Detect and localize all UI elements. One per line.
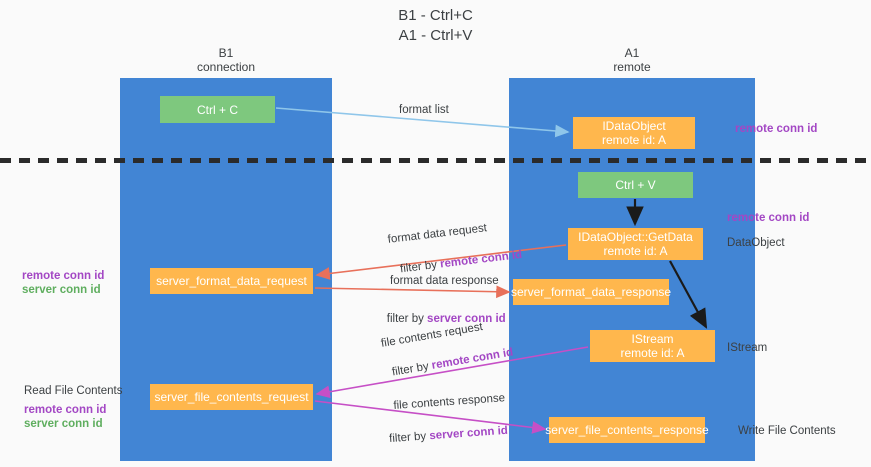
diagram-title: B1 - Ctrl+C A1 - Ctrl+V <box>398 7 473 44</box>
label-format-data-response: format data response <box>390 275 499 287</box>
annotation-left-remote-conn-id-1: remote conn id <box>22 270 105 282</box>
remote-conn-id-text-2: remote conn id <box>430 346 515 372</box>
edge-format-data-request <box>315 244 567 280</box>
annotation-dataobject: DataObject <box>727 237 785 249</box>
node-server-file-contents-request[interactable]: server_file_contents_request <box>150 384 313 410</box>
swimlane-a1-header: A1 remote <box>613 46 651 74</box>
server-conn-id-text-2: server conn id <box>428 424 509 443</box>
annotation-read-file-contents: Read File Contents <box>24 385 123 397</box>
annotation-left-server-conn-id-2: server conn id <box>24 418 103 430</box>
filter-by-text-2: filter by <box>386 313 428 325</box>
server-conn-id-text-1: server conn id <box>427 313 506 325</box>
edge-getdata-to-istream <box>669 260 708 329</box>
filter-by-text-4: filter by <box>388 430 430 446</box>
edge-file-contents-response <box>314 400 547 434</box>
node-ctrl-c[interactable]: Ctrl + C <box>160 96 275 123</box>
label-format-list: format list <box>399 104 449 116</box>
node-ctrl-v[interactable]: Ctrl + V <box>578 172 693 198</box>
annotation-left-server-conn-id-1: server conn id <box>22 284 101 296</box>
edge-format-data-response <box>314 285 511 299</box>
annotation-remote-conn-id-top: remote conn id <box>735 123 818 135</box>
node-server-format-data-request[interactable]: server_format_data_request <box>150 268 313 294</box>
label-filter-by-server-conn-id-1: filter by server conn id <box>374 298 506 340</box>
phase-divider <box>0 158 871 163</box>
annotation-istream: IStream <box>727 342 768 354</box>
node-istream[interactable]: IStream remote id: A <box>590 330 715 362</box>
edge-format-list <box>275 107 570 138</box>
node-server-file-contents-response[interactable]: server_file_contents_response <box>545 417 709 443</box>
edge-file-contents-request <box>315 346 589 399</box>
filter-by-text-3: filter by <box>391 360 433 379</box>
annotation-remote-conn-id-mid: remote conn id <box>727 212 810 224</box>
node-server-format-data-response[interactable]: server_format_data_response <box>511 279 671 305</box>
annotation-write-file-contents: Write File Contents <box>738 425 836 437</box>
node-idataobject-getdata[interactable]: IDataObject::GetData remote id: A <box>568 228 703 260</box>
annotation-left-remote-conn-id-2: remote conn id <box>24 404 107 416</box>
filter-by-text-1: filter by <box>399 258 441 276</box>
swimlane-b1-header: B1 connection <box>196 46 256 74</box>
node-idataobject[interactable]: IDataObject remote id: A <box>573 117 695 149</box>
remote-conn-id-text-1: remote conn id <box>439 248 523 271</box>
